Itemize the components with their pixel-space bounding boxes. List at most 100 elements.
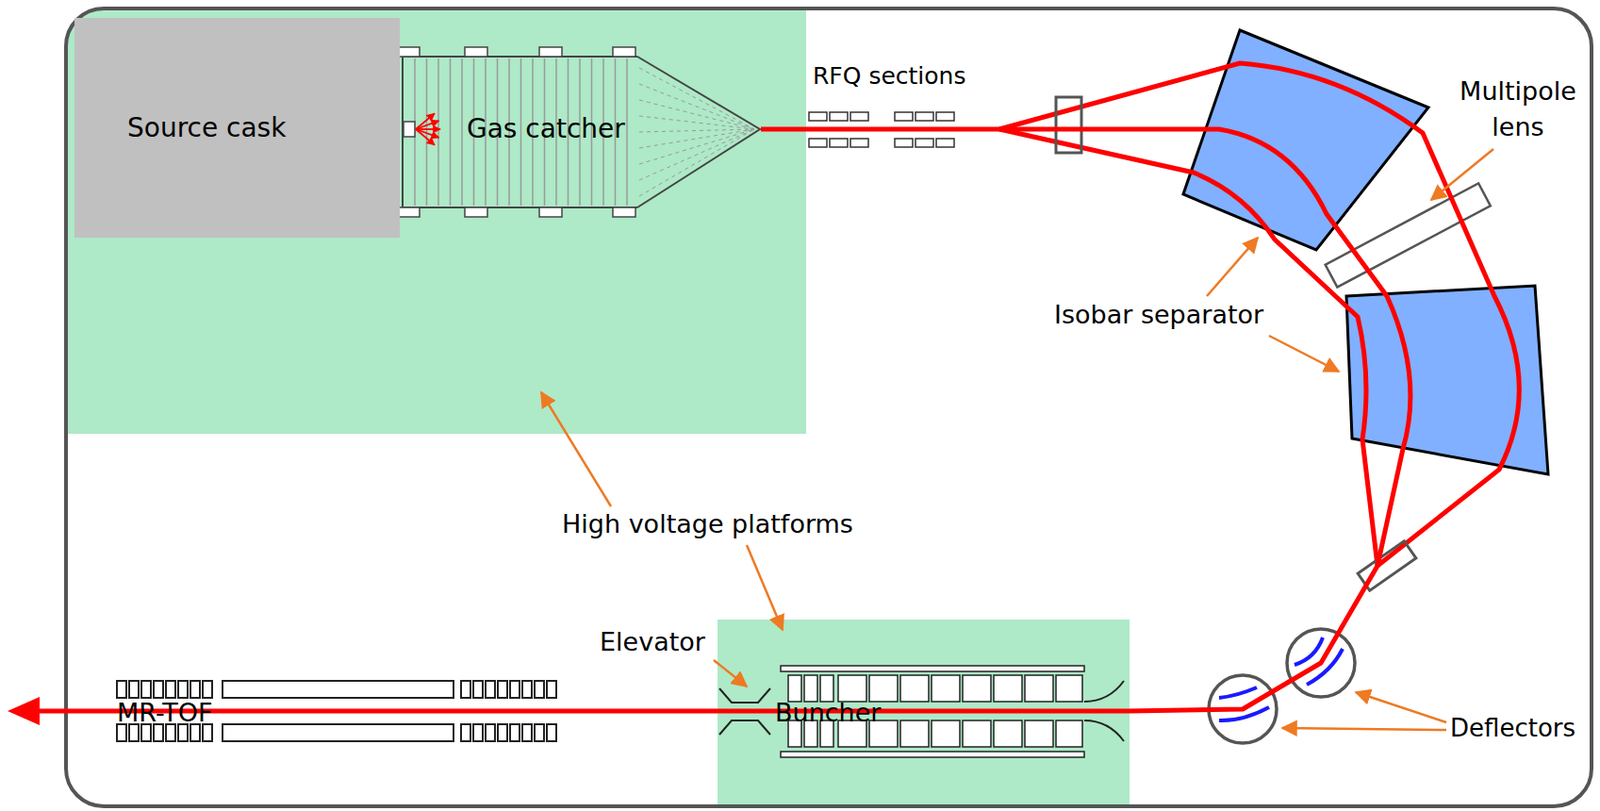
- mirror-electrode: [546, 680, 557, 698]
- node-label: Source cask: [127, 112, 286, 145]
- part-label: Multipole lens: [1447, 73, 1589, 146]
- catcher-ring-electrode: [461, 58, 463, 206]
- beam-path: [35, 709, 561, 714]
- rfq-electrode: [829, 112, 848, 121]
- mirror-electrode: [165, 680, 176, 698]
- buncher-electrode: [1055, 675, 1083, 702]
- catcher-cone: [637, 56, 760, 208]
- buncher-electrode: [993, 675, 1023, 702]
- deflector-plate: [1294, 637, 1323, 665]
- rfq-electrode: [829, 138, 848, 148]
- catcher-wall: [402, 55, 638, 58]
- cone-electrode: [639, 67, 755, 130]
- beam-path: [999, 63, 1519, 566]
- catcher-flange: [539, 47, 562, 57]
- beam-path: [999, 129, 1378, 566]
- cone-electrode: [639, 129, 755, 181]
- buncher-electrode: [931, 675, 960, 702]
- rfq-electrode: [894, 138, 913, 148]
- buncher-electrode: [962, 720, 991, 747]
- mirror-electrode: [485, 724, 495, 742]
- gas-catcher-node: Gas catcher: [402, 50, 761, 208]
- catcher-ring-electrode: [426, 58, 429, 206]
- leader-line: [1206, 237, 1258, 297]
- rfq-electrode: [915, 138, 934, 148]
- catcher-flange: [539, 207, 562, 217]
- rfq-electrode: [808, 112, 827, 121]
- mirror-electrode: [473, 680, 483, 698]
- buncher-exit-electrode: [1084, 720, 1124, 742]
- buncher-electrode: [1024, 675, 1054, 702]
- buncher-electrode: [931, 720, 960, 747]
- mirror-electrode: [116, 680, 127, 698]
- buncher-plate: [780, 665, 1085, 672]
- ion-spray-arrow: [415, 113, 435, 130]
- mirror-electrode: [497, 680, 508, 698]
- rfq-electrode: [850, 138, 869, 148]
- rfq-electrode: [894, 112, 913, 121]
- mirror-electrode: [522, 724, 532, 742]
- buncher-electrode: [1055, 720, 1083, 747]
- catcher-wall: [402, 206, 638, 209]
- cone-electrode: [639, 129, 755, 165]
- catcher-ring-electrode: [449, 58, 452, 206]
- buncher-exit-electrode: [1084, 680, 1124, 702]
- mirror-electrode: [497, 724, 508, 742]
- mirror-electrode: [522, 680, 532, 698]
- rfq-electrode: [915, 112, 934, 121]
- ion-spray-arrow: [415, 129, 435, 146]
- mirror-electrode: [485, 680, 495, 698]
- mirror-electrode: [546, 724, 557, 742]
- leader-line: [746, 544, 783, 630]
- ion-spray-arrow: [415, 120, 439, 130]
- catcher-flange: [612, 207, 636, 217]
- node-label: Gas catcher: [466, 113, 626, 146]
- mirror-electrode: [141, 680, 151, 698]
- elevator-electrode: [719, 688, 771, 703]
- source-nozzle: [403, 121, 415, 137]
- leader-lines: [541, 148, 1494, 730]
- cone-electrode: [639, 129, 755, 197]
- gas-catcher-drawing: [396, 47, 760, 217]
- beam-exit-arrowhead: [7, 696, 40, 726]
- node-label: Buncher: [775, 697, 881, 728]
- mirror-electrode: [534, 724, 545, 742]
- buncher-plate: [780, 751, 1085, 758]
- ion-spray-arrow: [415, 129, 439, 138]
- catcher-flange: [464, 207, 488, 217]
- beam-connector: [560, 709, 776, 714]
- rfq-electrode: [936, 112, 955, 121]
- elevator-electrode: [719, 720, 771, 735]
- slit: [1055, 97, 1082, 153]
- leader-line: [1282, 727, 1447, 730]
- mirror-electrode: [534, 680, 545, 698]
- buncher-electrode: [962, 675, 991, 702]
- mirror-electrode: [473, 724, 483, 742]
- part-label: RFQ sections: [812, 62, 966, 91]
- leader-line: [1269, 335, 1339, 372]
- mirror-electrode: [202, 680, 213, 698]
- buncher-electrode: [900, 675, 929, 702]
- drift-tube: [222, 724, 454, 742]
- beam-connector: [760, 129, 1411, 711]
- deflector-plate: [1219, 687, 1257, 698]
- rfq-electrode: [850, 112, 869, 121]
- buncher-electrode: [1024, 720, 1054, 747]
- catcher-flange: [612, 47, 636, 57]
- dipole-magnet: [1183, 30, 1429, 250]
- source-cask-box: Source cask: [74, 17, 400, 238]
- mirror-electrode: [510, 680, 520, 698]
- catcher-flange: [396, 47, 420, 57]
- hv-platform-region: [65, 8, 807, 434]
- catcher-ring-electrode: [626, 58, 628, 206]
- buncher-electrode: [900, 720, 929, 747]
- catcher-flange: [464, 47, 488, 57]
- mirror-electrode: [461, 724, 471, 742]
- part-label: Isobar separator: [1054, 299, 1264, 330]
- cone-electrode: [639, 83, 755, 130]
- mirror-electrode: [153, 680, 164, 698]
- buncher-electrode: [993, 720, 1023, 747]
- part-label: Deflectors: [1450, 713, 1576, 743]
- cone-electrode: [639, 99, 755, 130]
